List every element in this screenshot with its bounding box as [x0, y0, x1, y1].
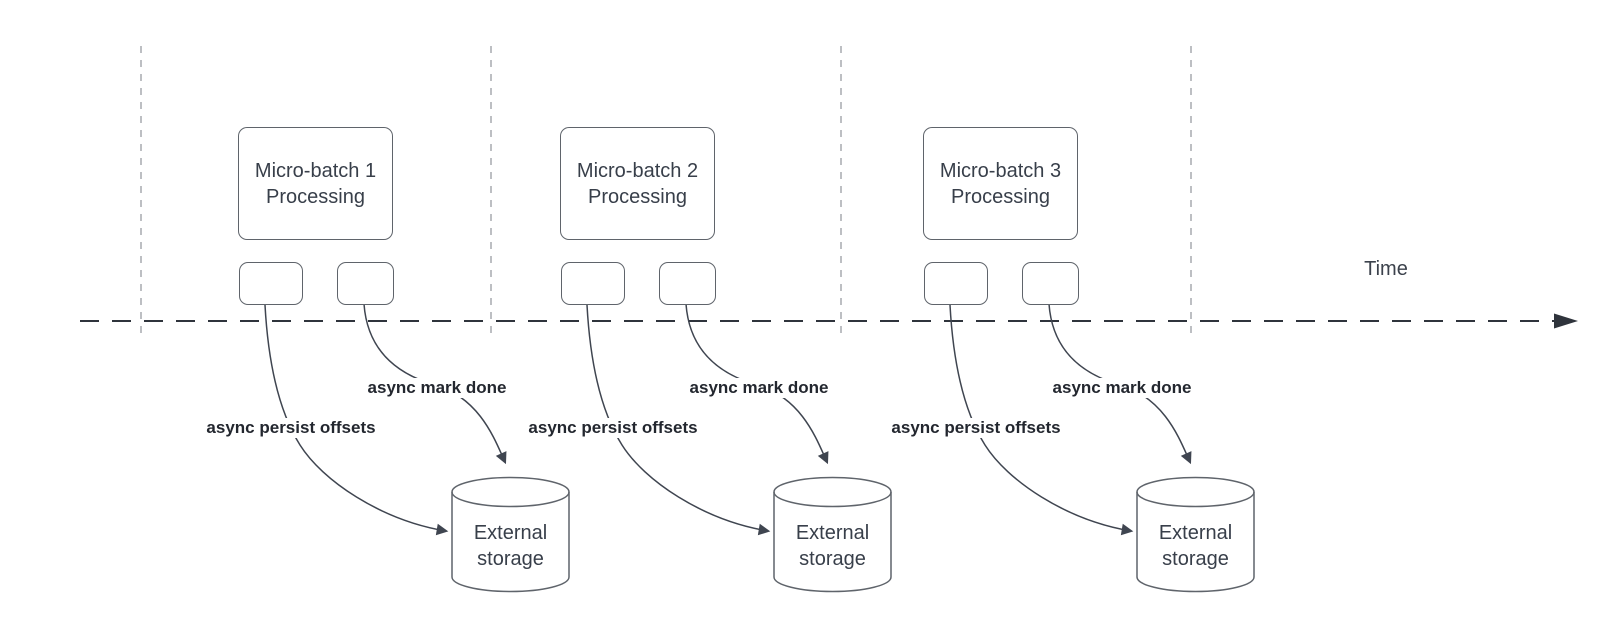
async-persist-offsets-label: async persist offsets: [525, 418, 701, 438]
micro-batch-processing-box: Micro-batch 1 Processing: [238, 127, 393, 240]
external-storage-label: External storage: [473, 522, 548, 570]
async-persist-offsets-label: async persist offsets: [888, 418, 1064, 438]
async-mark-done-label: async mark done: [1049, 378, 1195, 398]
mark-done-task-box: [1022, 262, 1079, 305]
async-mark-done-label: async mark done: [364, 378, 510, 398]
cylinder-shape-icon: [451, 476, 570, 593]
time-axis-label: Time: [1364, 258, 1408, 280]
external-storage-cylinder: External storage: [1136, 476, 1255, 593]
async-mark-done-label: async mark done: [686, 378, 832, 398]
async-persist-offsets-label: async persist offsets: [203, 418, 379, 438]
mark-done-task-box: [659, 262, 716, 305]
persist-offsets-arrow: [264, 304, 449, 536]
cylinder-shape-icon: [1136, 476, 1255, 593]
external-storage-cylinder: External storage: [773, 476, 892, 593]
external-storage-label: External storage: [795, 522, 870, 570]
persist-offsets-arrow: [586, 304, 771, 536]
time-axis-arrowhead-icon: [1554, 313, 1578, 329]
mark-done-task-box: [337, 262, 394, 305]
micro-batch-processing-box: Micro-batch 3 Processing: [923, 127, 1078, 240]
cylinder-shape-icon: [773, 476, 892, 593]
persist-offsets-task-box: [924, 262, 988, 305]
external-storage-label: External storage: [1158, 522, 1233, 570]
persist-offsets-task-box: [561, 262, 625, 305]
external-storage-cylinder: External storage: [451, 476, 570, 593]
micro-batch-processing-box: Micro-batch 2 Processing: [560, 127, 715, 240]
persist-offsets-arrow: [949, 304, 1134, 536]
persist-offsets-task-box: [239, 262, 303, 305]
